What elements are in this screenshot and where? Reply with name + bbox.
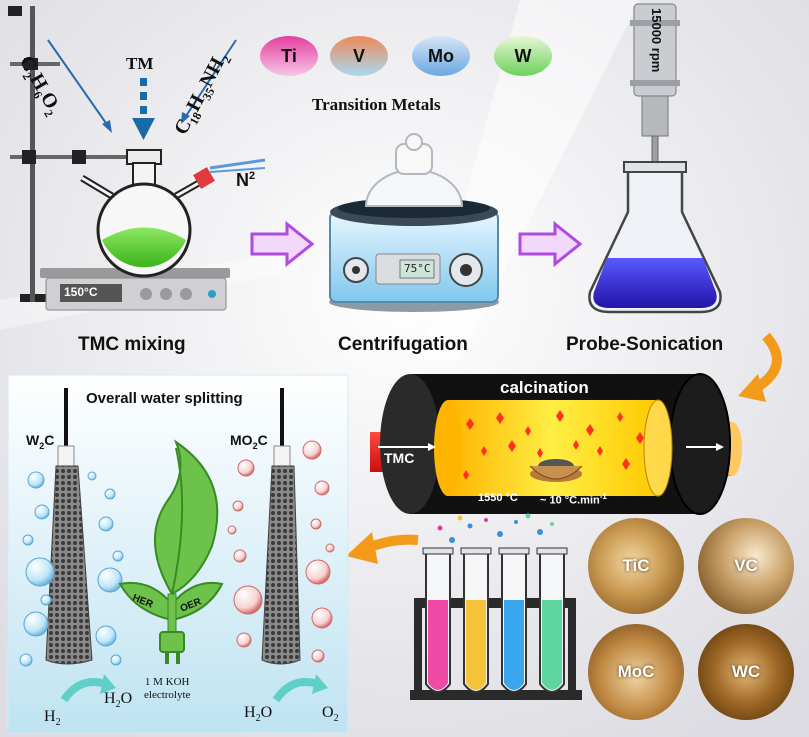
calcination-input-label: TMC — [384, 450, 415, 466]
transition-metals-title: Transition Metals — [312, 95, 441, 114]
micrograph-wc: WC — [698, 624, 794, 720]
test-tube-liquid — [542, 600, 562, 690]
probe-speed-label: 15000 rpm — [649, 8, 664, 73]
probe-sonicator — [588, 3, 722, 314]
test-tube-rim — [460, 547, 492, 555]
metal-badge-ti: Ti — [260, 36, 318, 76]
metal-badge-w: W — [494, 36, 552, 76]
test-tube-rack — [410, 513, 582, 700]
calcination-title: calcination — [500, 378, 589, 397]
calcination-furnace — [370, 373, 742, 515]
stage-title-mixing: TMC mixing — [78, 334, 186, 355]
o2-product-label: O2 — [322, 704, 339, 725]
mixing-apparatus — [8, 6, 266, 311]
micrograph-moc: MoC — [588, 624, 684, 720]
test-tube-rim — [422, 547, 454, 555]
flow-arrow-sonication-to-calcination — [738, 332, 782, 402]
calcination-temperature: 1550 °C — [478, 492, 518, 504]
test-tube-rim — [498, 547, 530, 555]
hotplate-temperature: 150°C — [64, 285, 98, 299]
stage-title-centrifugation: Centrifugation — [338, 334, 468, 355]
stage-title-sonication: Probe-Sonication — [566, 334, 724, 355]
metal-badge-mo: Mo — [412, 36, 470, 76]
test-tube-rim — [536, 547, 568, 555]
water-splitting-panel — [7, 374, 349, 734]
left-electrode-label: W2C — [26, 432, 55, 451]
flow-arrow-products-to-splitting — [346, 532, 419, 564]
test-tube-liquid — [466, 600, 486, 690]
micrograph-tic: TiC — [588, 518, 684, 614]
centrifuge — [329, 133, 499, 312]
water-splitting-title: Overall water splitting — [86, 390, 243, 407]
test-tube-liquid — [504, 600, 524, 690]
right-electrode-label: MO2C — [230, 432, 268, 451]
micrograph-vc: VC — [698, 518, 794, 614]
test-tube-liquid — [428, 600, 448, 690]
electrolyte-label: 1 M KOH electrolyte — [144, 676, 191, 701]
h2o-right-label: H2O — [244, 704, 273, 725]
tm-label: TM — [126, 54, 154, 73]
flow-arrow-mixing-to-centrifuge — [250, 220, 315, 268]
h2o-left-label: H2O — [104, 690, 133, 711]
h2-product-label: H2 — [44, 708, 61, 729]
calcination-heating-rate: ~ 10 °C.min-1 — [540, 492, 607, 507]
nitrogen-label: N2 — [236, 170, 256, 190]
metal-badge-v: V — [330, 36, 388, 76]
flow-arrow-centrifuge-to-sonication — [518, 220, 583, 268]
centrifuge-display-value: 75°C — [404, 262, 431, 275]
